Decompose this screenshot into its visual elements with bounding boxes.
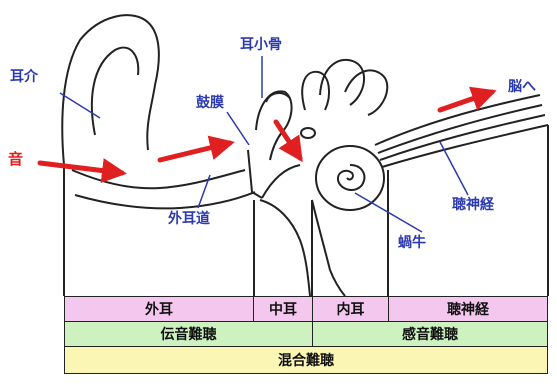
label-cochlea: 蝸牛 [398,236,426,250]
sound-arrow-2 [160,143,230,160]
sound-arrow-1 [40,163,122,173]
cell-outer-ear: 外耳 [64,296,254,322]
auditory-nerve-drawing [375,95,548,167]
label-pinna: 耳介 [10,70,38,84]
label-eardrum: 鼓膜 [196,96,224,110]
label-sound: 音 [8,152,23,167]
label-ear-canal: 外耳道 [168,212,210,226]
inner-ear-drawing [301,60,387,296]
label-to-brain: 脳へ [508,80,536,94]
cell-conductive-hearing-loss: 伝音難聴 [64,321,313,347]
cell-inner-ear: 内耳 [312,296,389,322]
sound-arrow-3 [276,122,300,158]
pinna-drawing [62,15,255,296]
label-ossicles: 耳小骨 [240,38,282,52]
label-auditory-nerve: 聴神経 [452,198,494,212]
cell-middle-ear: 中耳 [253,296,313,322]
cell-mixed-hearing-loss: 混合難聴 [64,346,548,374]
cell-sensorineural-hearing-loss: 感音難聴 [312,321,548,347]
sound-path-arrows [40,92,492,173]
cell-auditory-nerve: 聴神経 [388,296,548,322]
